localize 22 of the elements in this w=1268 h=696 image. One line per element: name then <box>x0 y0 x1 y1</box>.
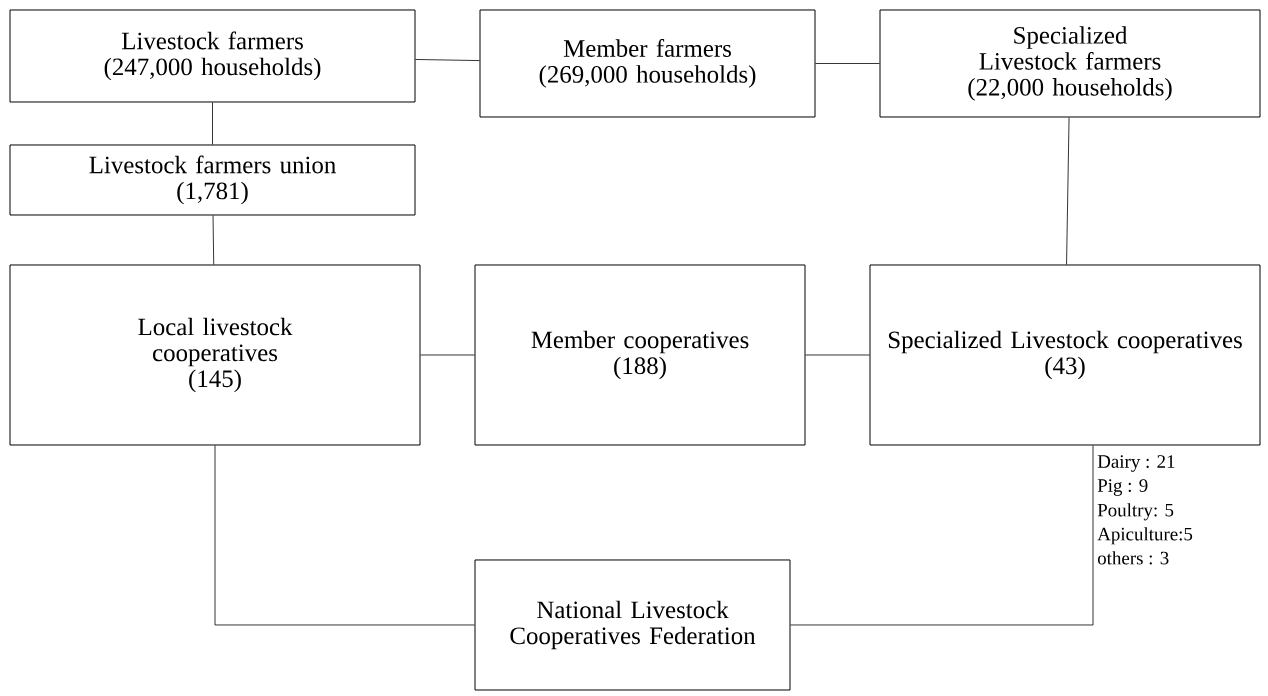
org-box: Specialized Livestock cooperatives (43) <box>869 264 1261 446</box>
connector-line <box>214 445 475 626</box>
count-label: Poultry: 5 <box>1097 503 1174 521</box>
connector-line <box>805 354 870 356</box>
org-box: Member cooperatives (188) <box>474 264 806 446</box>
org-box: Specialized Livestock farmers (22,000 households) <box>879 9 1261 118</box>
connector-line <box>212 215 215 265</box>
org-box: Member farmers (269,000 households) <box>479 9 816 118</box>
count-label: Apiculture:5 <box>1097 527 1193 545</box>
connector-line <box>790 445 1094 626</box>
connector-line <box>415 59 480 61</box>
org-box: National Livestock Cooperatives Federation <box>474 559 791 691</box>
connector-line <box>420 354 475 356</box>
count-label: Dairy : 21 <box>1097 455 1175 472</box>
connector-line <box>815 63 880 64</box>
count-label: others : 3 <box>1097 551 1169 565</box>
connector-line <box>1066 117 1070 265</box>
org-box: Local livestock cooperatives (145) <box>9 264 421 446</box>
org-box: Livestock farmers (247,000 households) <box>9 9 416 103</box>
connector-line <box>212 102 213 145</box>
org-box: Livestock farmers union (1,781) <box>9 144 416 216</box>
count-label: Pig : 9 <box>1097 479 1148 496</box>
